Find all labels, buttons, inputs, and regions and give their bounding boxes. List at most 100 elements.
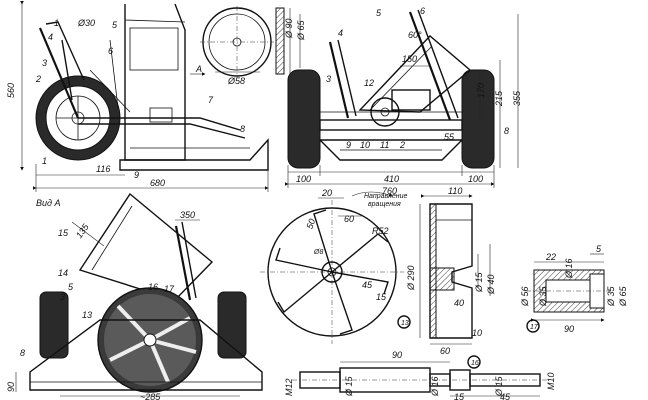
dim-116: 116: [96, 164, 110, 174]
front-right-tire: [461, 69, 495, 169]
dim-height-560: 560: [6, 83, 16, 98]
dim-housing-d15: Ø 15: [474, 271, 484, 293]
rotor-detail: Направление вращения 20 60 50 R52 Ø8 45 …: [260, 188, 411, 344]
ref-5-side: 5: [112, 20, 118, 30]
rotation-label-line1: Направление: [364, 193, 408, 200]
dim-410: 410: [384, 174, 399, 184]
dim-d8: Ø8: [313, 249, 323, 256]
front-left-tire: [287, 69, 321, 169]
ref-1-side-bottom: 1: [42, 156, 47, 166]
ref-16-shaft: 16: [471, 360, 479, 367]
dim-rotor-50: 50: [304, 217, 317, 230]
ref-8-view-a: 8: [20, 348, 25, 358]
dim-350: 350: [180, 210, 195, 220]
dim-shaft-d16: Ø 16: [430, 376, 440, 397]
dim-90-left: 90: [6, 382, 16, 392]
dim-d30: Ø30: [77, 18, 95, 28]
dim-55: 55: [444, 132, 455, 142]
dim-bushing-22: 22: [545, 252, 556, 262]
dim-housing-10: 10: [472, 328, 482, 338]
view-a-arrow-label: A: [195, 64, 202, 74]
side-hopper: [124, 3, 186, 161]
ref-7-side: 7: [208, 95, 214, 105]
ref-6-front: 6: [420, 6, 425, 16]
side-handle: [38, 27, 80, 119]
ref-8-side: 8: [240, 124, 245, 134]
dim-170: 170: [476, 83, 486, 98]
rotation-label-line2: вращения: [368, 201, 401, 208]
dim-150: 150: [402, 54, 417, 64]
ref-5-front: 5: [376, 8, 382, 18]
dim-rotor-45: 45: [362, 280, 373, 290]
ref-15: 15: [58, 228, 69, 238]
ref-17-bushing: 17: [530, 324, 539, 331]
dim-d65: Ø 65: [296, 19, 306, 41]
ref-5-view-a: 5: [68, 282, 74, 292]
ref-8-front: 8: [504, 126, 509, 136]
dim-housing-d40: Ø 40: [486, 274, 496, 295]
dim-housing-40: 40: [454, 298, 464, 308]
ref-10-front: 10: [360, 140, 370, 150]
ref-11-front: 11: [380, 140, 389, 150]
dim-100-right: 100: [468, 174, 483, 184]
dim-shaft-15: 15: [454, 392, 465, 400]
ref-2-side: 2: [35, 74, 41, 84]
ref-3-view-a: 3: [60, 292, 65, 302]
dim-d90: Ø 90: [284, 18, 294, 39]
dim-m10: M10: [546, 372, 556, 390]
dim-shaft-45: 45: [500, 392, 511, 400]
dim-680: 680: [150, 178, 165, 188]
view-a-label: Вид А: [36, 198, 61, 208]
dim-shaft-d15a: Ø 15: [344, 375, 354, 397]
ref-2-front: 2: [399, 140, 405, 150]
bushing-detail: 22 5 Ø 16 Ø 56 Ø 35 Ø 35 Ø 65 90 17: [520, 244, 628, 334]
dim-bushing-d35b: Ø 35: [606, 285, 616, 307]
housing-section: 110 Ø 290 Ø 15 Ø 40 40 60 10: [406, 186, 496, 356]
ref-1-side-top: 1: [54, 18, 59, 28]
dim-135: 135: [74, 221, 91, 240]
dim-housing-60: 60: [440, 346, 450, 356]
side-view: 560 Ø30 116 680 A 4 1 6 5 3 2 7 8 9 1: [6, 1, 269, 192]
ref-14: 14: [58, 268, 68, 278]
ref-4-front: 4: [338, 28, 343, 38]
dim-bushing-d35a: Ø 35: [538, 285, 548, 307]
dim-285: ~285: [140, 392, 161, 400]
dim-bushing-d16: Ø 16: [564, 258, 574, 279]
dim-r52: R52: [372, 226, 389, 236]
ref-13-rotor: 13: [401, 320, 409, 327]
disc-detail: Ø 90 Ø 65 Ø58: [200, 6, 306, 86]
ref-9-front: 9: [346, 140, 351, 150]
dim-m12: M12: [284, 378, 294, 396]
dim-bushing-d56: Ø 56: [520, 286, 530, 307]
view-a: Вид А 135 350 90 ~285 15 14 5 3 13 16 17…: [6, 192, 263, 400]
ref-13-view-a: 13: [82, 310, 92, 320]
dim-rotor-20: 20: [321, 188, 332, 198]
dim-housing-110: 110: [448, 186, 462, 196]
ref-3-side: 3: [42, 58, 47, 68]
dim-d290: Ø 290: [406, 265, 416, 291]
ref-9-side: 9: [134, 170, 139, 180]
dim-760: 760: [382, 186, 397, 196]
ref-17-view-a: 17: [164, 284, 175, 294]
dim-bushing-5: 5: [596, 244, 602, 254]
dim-215: 215: [494, 90, 504, 107]
dim-rotor-15: 15: [376, 292, 387, 302]
front-view: 60° 150 170 215 355 55 100 410 100 760 5…: [285, 6, 522, 196]
ref-6-side: 6: [108, 46, 113, 56]
dim-bushing-d65: Ø 65: [618, 285, 628, 307]
side-base-tray: [119, 138, 269, 171]
view-a-right-tire: [217, 291, 247, 359]
dim-d58: Ø58: [227, 76, 245, 86]
view-a-left-tire: [39, 291, 69, 359]
ref-16-view-a: 16: [148, 282, 158, 292]
dim-bushing-90: 90: [564, 324, 574, 334]
ref-12-front: 12: [364, 78, 374, 88]
dim-rotor-60: 60: [344, 214, 354, 224]
dim-shaft-90: 90: [392, 350, 402, 360]
front-chute: [358, 35, 472, 113]
ref-4-side: 4: [48, 32, 53, 42]
shaft-detail: M12 Ø 15 Ø 16 Ø 15 M10 90 15 45 16: [284, 350, 556, 400]
ref-3-front: 3: [326, 74, 331, 84]
dim-shaft-d15b: Ø 15: [494, 375, 504, 397]
